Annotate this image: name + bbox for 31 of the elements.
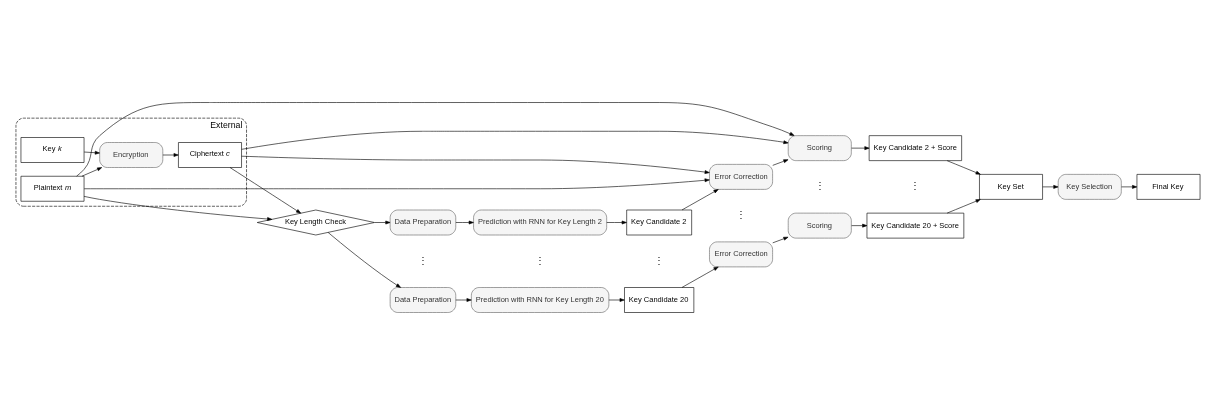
arrow — [772, 158, 789, 166]
arrow — [851, 145, 870, 150]
arrow — [681, 266, 719, 288]
arrow — [606, 220, 627, 224]
label: ⋮ — [814, 179, 825, 191]
arrow — [1042, 184, 1059, 189]
arrow — [327, 231, 401, 288]
arrow — [162, 152, 179, 157]
arrow — [241, 130, 789, 150]
arrow — [946, 198, 981, 213]
arrow — [83, 195, 273, 221]
arrow — [608, 297, 625, 302]
label: ⋮ — [736, 208, 747, 220]
arrow — [83, 177, 710, 189]
label: ⋮ — [654, 254, 665, 266]
arrow — [851, 223, 868, 227]
arrow — [81, 166, 103, 176]
arrow — [76, 101, 795, 176]
arrow — [241, 155, 710, 174]
arrow — [83, 150, 100, 155]
label: ⋮ — [417, 254, 428, 266]
arrow — [374, 220, 391, 224]
arrow — [229, 166, 302, 213]
arrow — [455, 220, 474, 224]
label: ⋮ — [910, 179, 921, 191]
label: ⋮ — [535, 254, 546, 266]
arrow — [681, 188, 719, 210]
arrow — [1121, 184, 1138, 189]
arrow — [455, 297, 472, 302]
arrow — [946, 159, 981, 175]
arrow — [772, 236, 789, 243]
